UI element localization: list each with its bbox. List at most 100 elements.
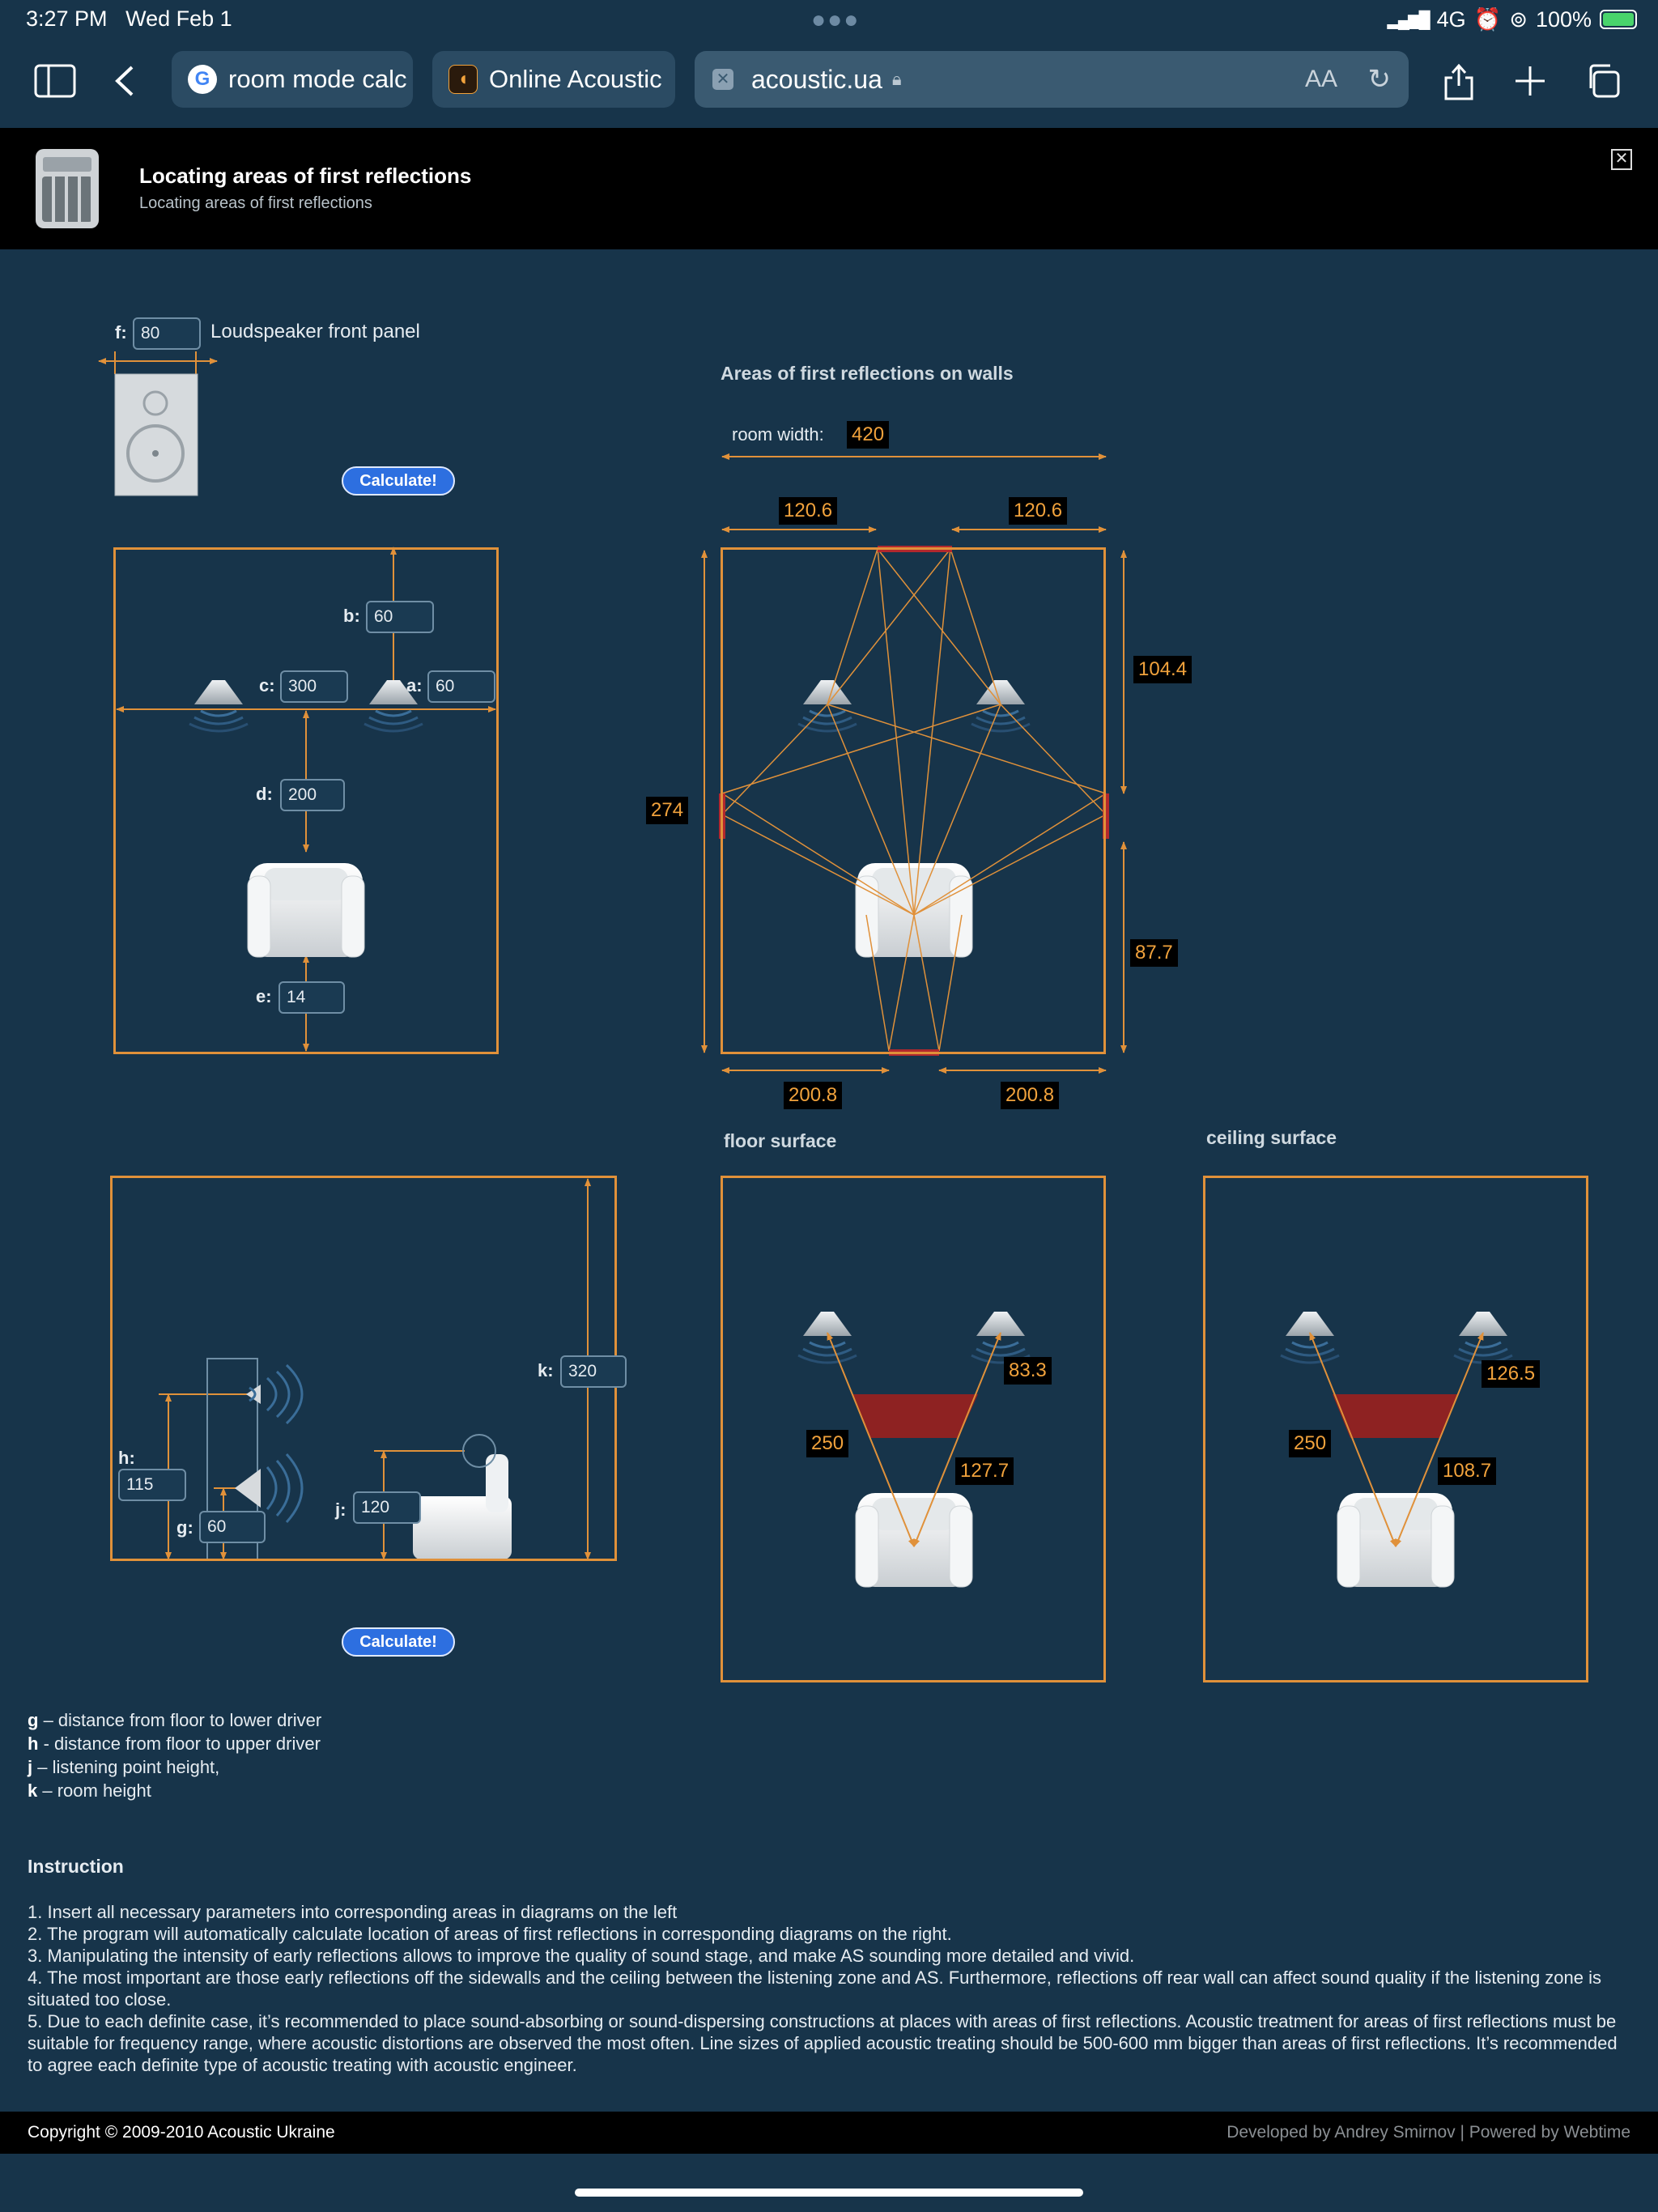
g-input[interactable] <box>199 1511 266 1543</box>
calculate-side-button[interactable]: Calculate! <box>342 1627 455 1657</box>
tab-room-mode-calc[interactable]: G room mode calc <box>172 51 413 108</box>
f-caption: Loudspeaker front panel <box>210 321 420 342</box>
plan-output-title: Areas of first reflections on walls <box>721 363 1014 384</box>
address-bar[interactable]: ✕ acoustic.ua 🔒︎ AA ↻ <box>695 51 1409 108</box>
app-banner: Locating areas of first reflections Loca… <box>0 128 1658 249</box>
banner-title: Locating areas of first reflections <box>139 164 472 188</box>
home-indicator[interactable] <box>575 2189 1083 2197</box>
room-length-value: 274 <box>646 797 689 824</box>
d-input[interactable] <box>280 779 345 811</box>
tabs-overview-icon[interactable] <box>1579 57 1627 105</box>
front-wall-left-value: 120.6 <box>779 497 838 525</box>
c-label: c: <box>259 675 275 696</box>
address-text: acoustic.ua <box>751 64 882 94</box>
reload-icon[interactable]: ↻ <box>1367 64 1392 95</box>
right-wall-lower-value: 87.7 <box>1130 939 1178 967</box>
legend-item: k – room height <box>28 1780 151 1801</box>
variable-legend: g – distance from floor to lower driver … <box>28 1708 321 1802</box>
k-label: k: <box>538 1360 554 1380</box>
room-width-label: room width: <box>732 424 824 445</box>
ceiling-lower-value: 108.7 <box>1438 1457 1497 1485</box>
a-input[interactable] <box>427 670 495 703</box>
banner-subtitle: Locating areas of first reflections <box>139 194 372 212</box>
close-banner-icon[interactable]: ✕ <box>1611 149 1632 170</box>
browser-toolbar: G room mode calc ◖ Online Acoustic ✕ aco… <box>0 39 1658 128</box>
signal-icon: ▂▄▆█ <box>1387 11 1431 29</box>
orientation-lock-icon: ⊚ <box>1509 6 1528 32</box>
c-input[interactable] <box>280 670 348 703</box>
rear-wall-right-value: 200.8 <box>1001 1082 1060 1109</box>
close-tab-icon[interactable]: ✕ <box>712 69 733 90</box>
tab-label: Online Acoustic <box>489 65 662 93</box>
status-time: 3:27 PM Wed Feb 1 <box>26 6 232 31</box>
ceiling-output-room <box>1203 1176 1588 1682</box>
speaker-front-panel <box>98 351 218 496</box>
tab-online-acoustic[interactable]: ◖ Online Acoustic <box>432 51 675 108</box>
front-wall-right-value: 120.6 <box>1009 497 1068 525</box>
instruction-title: Instruction <box>28 1856 124 1877</box>
floor-output-diagram <box>797 1310 1031 1588</box>
plan-output-room <box>721 547 1106 1054</box>
plan-output-diagram <box>701 453 1127 1074</box>
acoustic-ukraine-icon: ◖ <box>449 65 478 94</box>
multitasking-dots-icon[interactable]: ●●● <box>811 6 861 33</box>
instruction-item: 4. The most important are those early re… <box>28 1967 1602 2010</box>
right-wall-reflection-area <box>1103 793 1109 839</box>
ceiling-upper-value: 126.5 <box>1482 1360 1541 1388</box>
right-wall-upper-value: 104.4 <box>1133 656 1192 683</box>
calculator-icon <box>36 149 99 228</box>
text-size-button[interactable]: AA <box>1304 66 1337 92</box>
b-input[interactable] <box>366 601 434 633</box>
google-icon: G <box>188 65 217 94</box>
legend-item: j – listening point height, <box>28 1757 220 1777</box>
a-label: a: <box>406 675 423 696</box>
sidebar-toggle-icon[interactable] <box>31 57 79 105</box>
calculate-plan-button[interactable]: Calculate! <box>342 466 455 496</box>
ceiling-output-diagram <box>1279 1310 1514 1588</box>
floor-left-value: 250 <box>806 1430 849 1457</box>
g-label: g: <box>176 1517 193 1538</box>
h-input[interactable] <box>118 1469 186 1501</box>
floor-output-room <box>721 1176 1106 1682</box>
side-input-diagram <box>159 1178 591 1560</box>
instruction-item: 3. Manipulating the intensity of early r… <box>28 1946 1135 1966</box>
instruction-item: 2. The program will automatically calcul… <box>28 1924 952 1944</box>
floor-surface-title: floor surface <box>724 1130 837 1151</box>
instruction-item: 5. Due to each definite case, it’s recom… <box>28 2011 1618 2075</box>
instruction-list: 1. Insert all necessary parameters into … <box>28 1901 1630 2076</box>
floor-upper-value: 83.3 <box>1004 1357 1052 1385</box>
room-width-value: 420 <box>847 421 890 449</box>
status-bar: 3:27 PM Wed Feb 1 ●●● ▂▄▆█ 4G ⏰ ⊚ 100% <box>0 0 1658 39</box>
e-input[interactable] <box>278 981 345 1014</box>
credits-text[interactable]: Developed by Andrey Smirnov | Powered by… <box>1226 2123 1630 2142</box>
page-footer: Copyright © 2009-2010 Acoustic Ukraine D… <box>0 2112 1658 2154</box>
new-tab-icon[interactable] <box>1506 57 1554 105</box>
battery-icon <box>1600 10 1637 29</box>
lock-icon: 🔒︎ <box>891 69 902 89</box>
f-input[interactable] <box>133 317 201 350</box>
ceiling-left-value: 250 <box>1289 1430 1332 1457</box>
network-label: 4G <box>1436 6 1466 32</box>
d-label: d: <box>256 784 273 804</box>
instruction-item: 1. Insert all necessary parameters into … <box>28 1902 678 1922</box>
ceiling-surface-title: ceiling surface <box>1206 1127 1337 1148</box>
k-input[interactable] <box>560 1355 627 1388</box>
e-label: e: <box>256 986 272 1006</box>
legend-item: h - distance from floor to upper driver <box>28 1733 321 1754</box>
battery-label: 100% <box>1535 6 1592 32</box>
status-indicators: ▂▄▆█ 4G ⏰ ⊚ 100% <box>1388 6 1637 32</box>
share-icon[interactable] <box>1435 57 1483 105</box>
b-label: b: <box>343 606 360 626</box>
back-icon[interactable] <box>100 57 149 105</box>
j-label: j: <box>335 1499 346 1520</box>
plan-input-room <box>113 547 499 1054</box>
alarm-icon: ⏰ <box>1473 7 1502 32</box>
floor-lower-value: 127.7 <box>955 1457 1014 1485</box>
tab-label: room mode calc <box>228 65 407 93</box>
j-input[interactable] <box>353 1491 421 1524</box>
rear-wall-left-value: 200.8 <box>784 1082 843 1109</box>
legend-item: g – distance from floor to lower driver <box>28 1710 322 1730</box>
copyright-text: Copyright © 2009-2010 Acoustic Ukraine <box>28 2123 335 2142</box>
f-label: f: <box>115 322 127 342</box>
